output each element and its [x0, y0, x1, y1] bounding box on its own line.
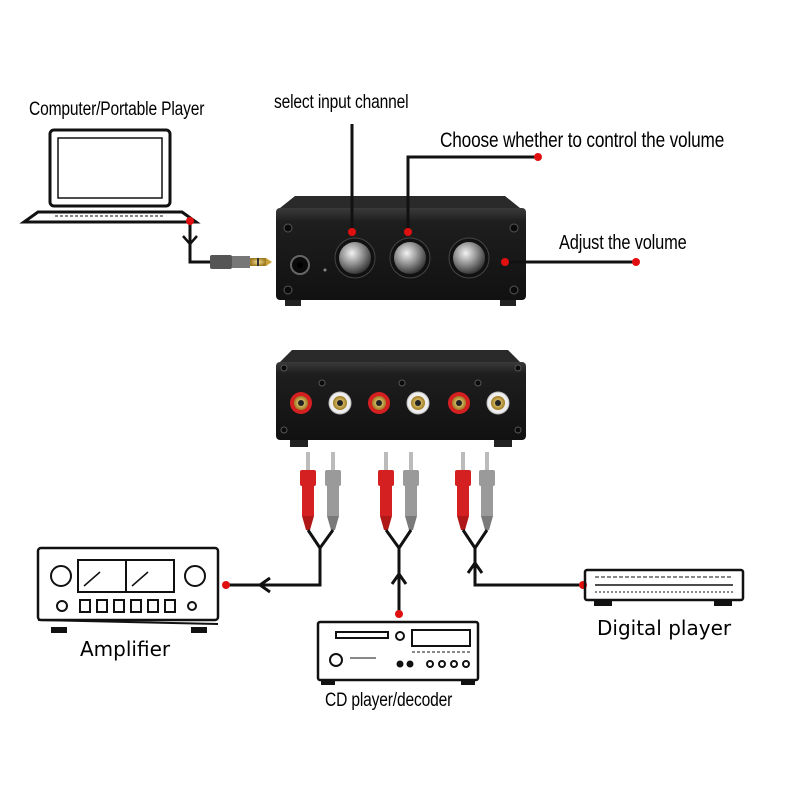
volume-toggle-knob-icon	[389, 237, 431, 279]
callout-dot-choose-end	[534, 153, 542, 161]
callout-dot-select	[348, 228, 356, 236]
cd-player-icon	[316, 620, 480, 685]
callout-dot-adjust-end	[632, 258, 640, 266]
callout-dot-adjust-knob	[501, 258, 509, 266]
input-select-knob-icon	[334, 237, 376, 279]
amplifier-connection-dot	[222, 581, 230, 589]
laptop-connection-dot	[186, 217, 194, 225]
cd-player-connection-dot	[395, 610, 403, 618]
aux-plug-icon	[210, 255, 272, 269]
volume-knob-icon	[448, 237, 490, 279]
laptop-icon	[19, 128, 201, 224]
rca-jack-red-3	[448, 392, 470, 414]
rca-jack-white-3	[486, 391, 510, 415]
rca-jack-red-1	[290, 392, 312, 414]
rca-plug-pair-2	[378, 452, 419, 530]
amplifier-icon	[36, 546, 220, 633]
cd-player-label: CD player/decoder	[325, 690, 453, 711]
callout-lines	[350, 124, 636, 264]
computer-label: Computer/Portable Player	[29, 99, 205, 120]
callout-dot-choose-knob	[404, 228, 412, 236]
amplifier-label: Amplifier	[80, 637, 171, 661]
cable-to-cd-player	[384, 529, 413, 614]
digital-player-label: Digital player	[597, 616, 732, 640]
choose-volume-label: Choose whether to control the volume	[440, 129, 725, 152]
digital-player-icon	[583, 568, 745, 606]
rca-jack-white-1	[328, 391, 352, 415]
rca-plug-pair-3	[455, 452, 495, 530]
select-input-label: select input channel	[274, 92, 409, 113]
rca-jack-red-2	[368, 392, 390, 414]
adjust-volume-label: Adjust the volume	[559, 232, 687, 254]
rca-jack-white-2	[406, 391, 430, 415]
rca-plug-pair-1	[300, 452, 341, 530]
laptop-cable	[182, 222, 212, 264]
cable-to-amplifier	[226, 529, 335, 594]
selector-rear-panel	[276, 350, 526, 447]
cable-to-digital-player	[461, 529, 583, 587]
